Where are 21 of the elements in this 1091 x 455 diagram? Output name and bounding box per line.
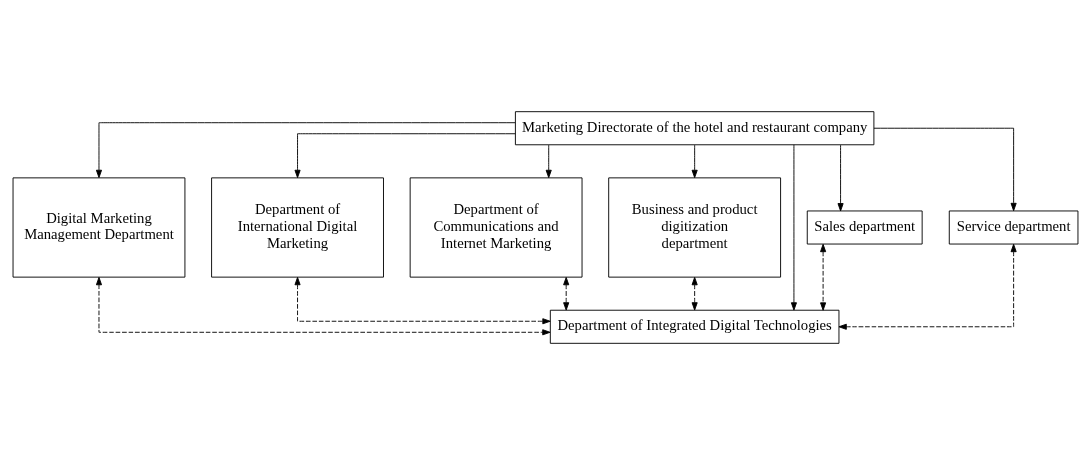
node-box: Department of Integrated Digital Technologies	[549, 309, 840, 344]
arrow	[873, 127, 1017, 212]
arrow	[563, 276, 570, 311]
node-box: Service department	[948, 210, 1079, 245]
arrow	[294, 276, 551, 325]
node-box: Department of International Digital Marketing	[211, 177, 384, 278]
node-box: Digital Marketing Management Department	[12, 177, 186, 278]
arrow	[820, 243, 827, 311]
node-box: Business and product digitization department	[608, 177, 782, 278]
node-box: Sales department	[806, 210, 923, 245]
node-box: Marketing Directorate of the hotel and restaurant company	[514, 111, 875, 146]
arrow	[294, 133, 516, 179]
arrow	[545, 144, 552, 179]
arrow	[691, 276, 698, 311]
arrow	[790, 144, 797, 311]
node-box: Department of Communications and Internet Marketing	[409, 177, 583, 278]
arrow	[691, 144, 698, 179]
arrow	[837, 144, 844, 212]
arrow	[838, 243, 1017, 330]
arrow	[95, 277, 551, 336]
arrow	[95, 122, 516, 178]
